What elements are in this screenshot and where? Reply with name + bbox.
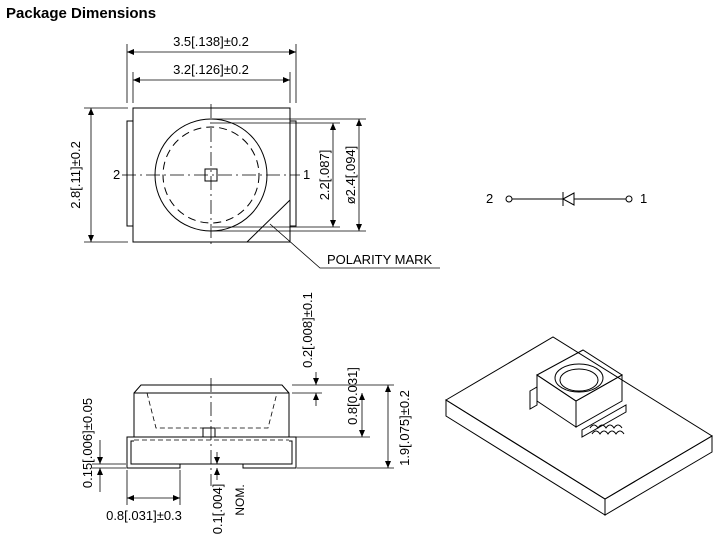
schematic-pin-1: 1 xyxy=(640,191,647,206)
page-title: Package Dimensions xyxy=(6,5,157,22)
schematic-pin-2: 2 xyxy=(486,191,493,206)
dim-standoff-note: NOM. xyxy=(233,484,247,515)
polarity-leader xyxy=(269,223,440,269)
right-terminal xyxy=(289,120,297,227)
top-view: 3.5[.138]±0.2 3.2[.126]±0.2 2.8[.11]±0.2… xyxy=(68,34,440,269)
dim-body-height: 0.8[0.031] xyxy=(345,367,360,425)
diode-schematic: 2 1 xyxy=(486,191,647,206)
board-side xyxy=(604,435,713,516)
led-coil xyxy=(589,424,623,429)
led-right-terminal xyxy=(581,404,627,438)
dim-height: 2.8[.11]±0.2 xyxy=(68,141,83,209)
dim-pad-width: 0.8[.031]±0.3 xyxy=(106,508,182,523)
dim-total-height: 1.9[.075]±0.2 xyxy=(397,390,412,466)
dim-inner-width: 3.2[.126]±0.2 xyxy=(173,62,249,77)
chip-square xyxy=(204,168,218,182)
dim-outer-width: 3.5[.138]±0.2 xyxy=(173,34,249,49)
led-left-terminal xyxy=(529,386,538,410)
right-terminal-side xyxy=(242,436,297,469)
side-view: 0.2[.008]±0.1 0.8[0.031] 1.9[.075]±0.2 0… xyxy=(80,292,412,534)
left-terminal xyxy=(126,120,134,227)
lens-cavity-hidden xyxy=(146,392,278,429)
led-side xyxy=(575,374,623,428)
schematic-terminal-1 xyxy=(625,195,633,203)
dim-lens-outer: ø2.4[.094] xyxy=(343,146,358,205)
left-terminal-side xyxy=(126,436,181,469)
dim-lead-thickness: 0.15[.006]±0.05 xyxy=(80,398,95,488)
diode-triangle xyxy=(561,192,575,206)
led-top xyxy=(536,349,623,402)
dim-lens-inner: 2.2[.087] xyxy=(317,150,332,201)
side-chip xyxy=(202,427,216,438)
dim-lens-recess: 0.2[.008]±0.1 xyxy=(300,292,315,368)
top-view-pin-2: 2 xyxy=(113,167,120,182)
dim-standoff: 0.1[.004] xyxy=(210,484,225,535)
isometric-view xyxy=(445,336,713,516)
schematic-terminal-2 xyxy=(505,195,513,203)
lens-inner-circle xyxy=(162,126,260,224)
polarity-mark-label: POLARITY MARK xyxy=(327,252,433,267)
led-lens-rim xyxy=(554,363,604,393)
led-lens xyxy=(559,368,599,392)
board-top xyxy=(445,336,713,500)
polarity-chamfer xyxy=(246,199,291,243)
board-front xyxy=(445,399,606,516)
top-view-pin-1: 1 xyxy=(303,167,310,182)
